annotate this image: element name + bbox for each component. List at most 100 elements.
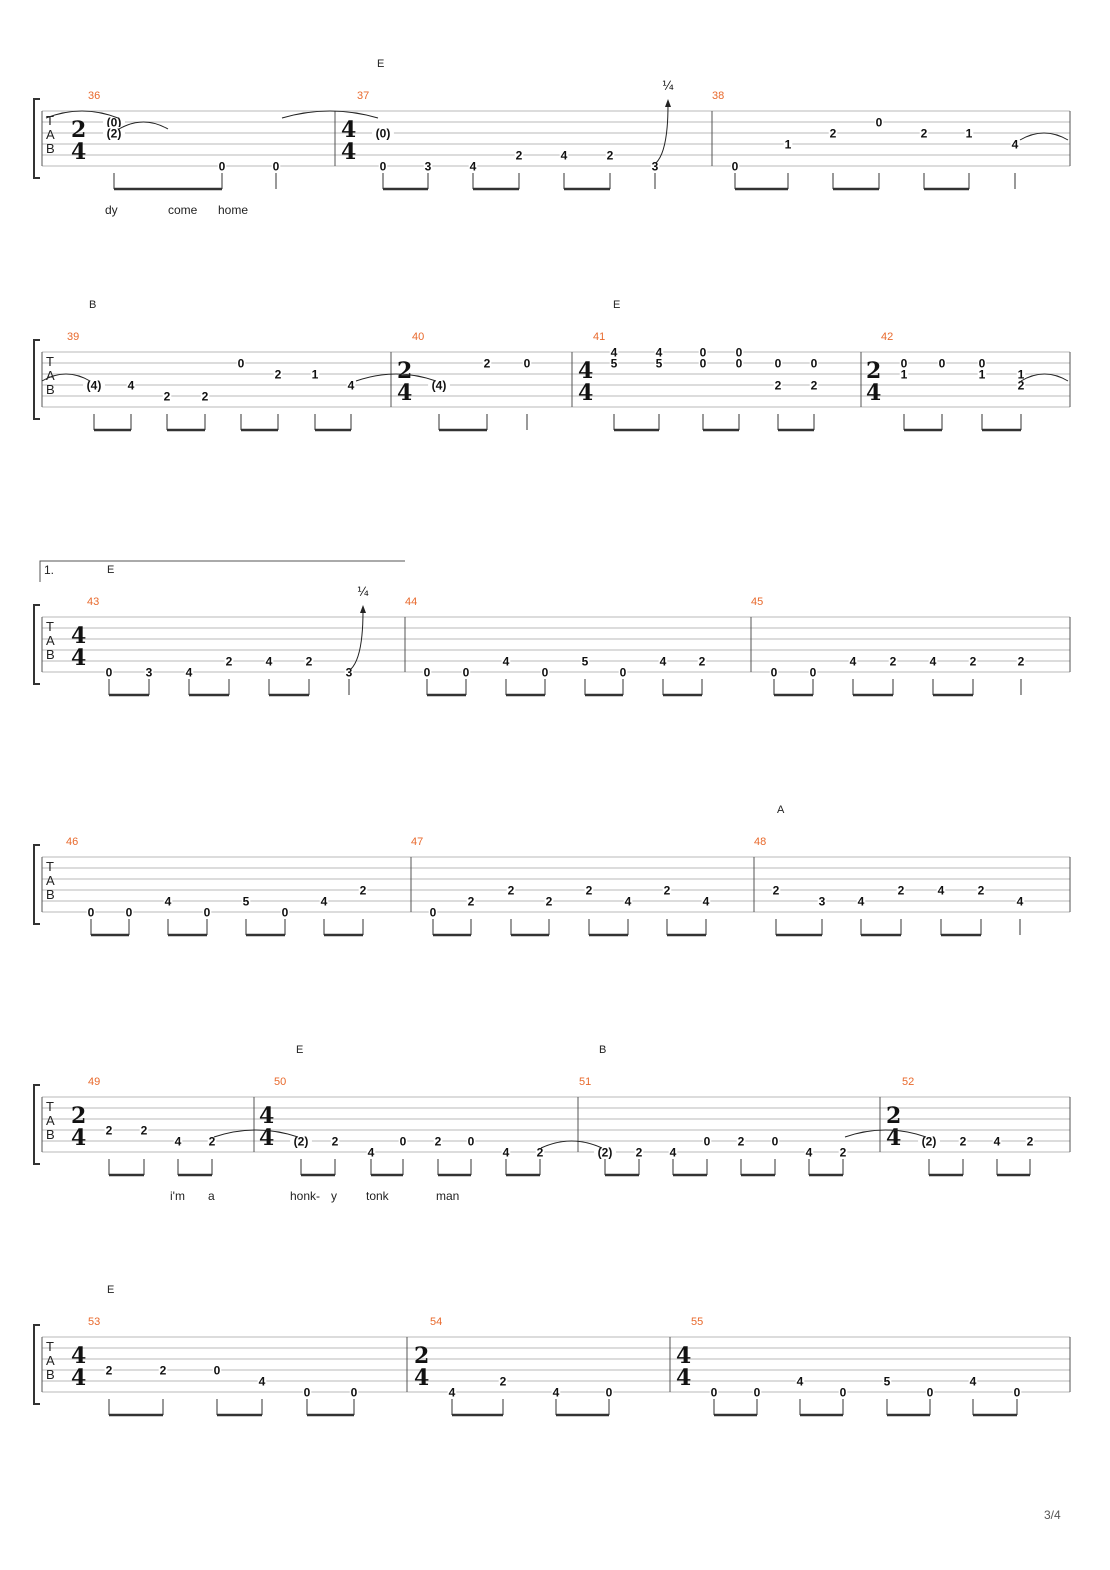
tie-arc xyxy=(41,373,91,382)
fret-number: 2 xyxy=(106,1124,113,1138)
fret-number-background xyxy=(103,116,125,128)
fret-number-background xyxy=(319,895,329,907)
time-signature-bottom: 4 xyxy=(71,645,86,671)
fret-number: 4 xyxy=(470,160,477,174)
fret-number-background xyxy=(241,895,251,907)
fret-number: 2 xyxy=(1027,1135,1034,1149)
fret-number: 0 xyxy=(204,906,211,920)
tab-clef-letter: A xyxy=(46,368,55,383)
time-signature-top: 2 xyxy=(414,1343,429,1369)
fret-number-background xyxy=(899,357,909,369)
fret-number: 0 xyxy=(126,906,133,920)
tab-clef-letter: B xyxy=(46,1367,55,1382)
fret-number-background xyxy=(86,906,96,918)
system-bracket xyxy=(33,844,40,925)
fret-number: 2 xyxy=(537,1146,544,1160)
fret-number: 2 xyxy=(360,884,367,898)
fret-number-background xyxy=(896,884,906,896)
fret-number: 5 xyxy=(884,1375,891,1389)
system-bracket xyxy=(33,1084,40,1165)
fret-number: 4 xyxy=(186,666,193,680)
fret-number: 2 xyxy=(141,1124,148,1138)
fret-number-background xyxy=(701,895,711,907)
fret-number-background xyxy=(514,149,524,161)
time-signature-top: 4 xyxy=(578,358,593,384)
fret-number-background xyxy=(968,1375,978,1387)
tab-clef-letter: B xyxy=(46,382,55,397)
fret-number-background xyxy=(506,884,516,896)
fret-number: 0 xyxy=(772,1135,779,1149)
measure-number: 48 xyxy=(754,836,766,848)
fret-number-background xyxy=(888,655,898,667)
lyric-syllable: come xyxy=(168,203,198,217)
fret-number: 0 xyxy=(1014,1386,1021,1400)
fret-number: 0 xyxy=(214,1364,221,1378)
fret-number: 1 xyxy=(312,368,319,382)
tie-arc xyxy=(1020,373,1069,382)
measure-number: 44 xyxy=(405,596,417,608)
fret-number-background xyxy=(144,666,154,678)
fret-number: 4 xyxy=(938,884,945,898)
fret-number-background xyxy=(346,379,356,391)
system-bracket xyxy=(33,604,40,685)
fret-number-background xyxy=(752,1386,762,1398)
time-signature-bottom: 4 xyxy=(71,1365,86,1391)
fret-number-background xyxy=(976,884,986,896)
fret-number: 3 xyxy=(425,160,432,174)
fret-number: 2 xyxy=(226,655,233,669)
fret-number: 4 xyxy=(348,379,355,393)
fret-number-background xyxy=(773,379,783,391)
chord-symbol: E xyxy=(107,1284,114,1296)
fret-number: 5 xyxy=(656,357,663,371)
fret-number-background xyxy=(103,127,125,139)
fret-number-background xyxy=(158,1364,168,1376)
fret-number: 2 xyxy=(306,655,313,669)
fret-number-background xyxy=(330,1135,340,1147)
time-signature-top: 4 xyxy=(341,117,356,143)
tab-clef-letter: T xyxy=(46,859,54,874)
tab-clef-letter: B xyxy=(46,647,55,662)
fret-number-background xyxy=(734,346,744,358)
lyric-syllable: a xyxy=(208,1189,215,1203)
fret-number: 0 xyxy=(736,346,743,360)
tie-arc xyxy=(118,121,169,130)
fret-number: 0 xyxy=(351,1386,358,1400)
tab-clef-letter: A xyxy=(46,127,55,142)
fret-number: 2 xyxy=(275,368,282,382)
fret-number: 4 xyxy=(128,379,135,393)
fret-number: (0) xyxy=(376,127,391,141)
fret-number-background xyxy=(977,357,987,369)
fret-number: 4 xyxy=(611,346,618,360)
fret-number: 0 xyxy=(979,357,986,371)
fret-number: 0 xyxy=(424,666,431,680)
fret-number: 4 xyxy=(930,655,937,669)
fret-number-background xyxy=(882,1375,892,1387)
measure-number: 52 xyxy=(902,1076,914,1088)
fret-number: 0 xyxy=(732,160,739,174)
fret-number: 2 xyxy=(508,884,515,898)
fret-number-background xyxy=(398,1135,408,1147)
fret-number: 4 xyxy=(797,1375,804,1389)
fret-number: 0 xyxy=(106,666,113,680)
fret-number: 0 xyxy=(876,116,883,130)
fret-number: 4 xyxy=(368,1146,375,1160)
volta-label: 1. xyxy=(44,563,54,577)
fret-number: 4 xyxy=(850,655,857,669)
chord-symbol: E xyxy=(613,299,620,311)
time-signature-top: 4 xyxy=(71,1343,86,1369)
fret-number: 5 xyxy=(243,895,250,909)
fret-number-background xyxy=(662,884,672,896)
tab-clef-letter: B xyxy=(46,1127,55,1142)
system-bracket xyxy=(33,1324,40,1405)
fret-number: 4 xyxy=(970,1375,977,1389)
measure-number: 43 xyxy=(87,596,99,608)
fret-number: (2) xyxy=(598,1146,613,1160)
fret-number-background xyxy=(609,357,619,369)
fret-number-background xyxy=(366,1146,376,1158)
time-signature-bottom: 4 xyxy=(397,380,412,406)
fret-number: 4 xyxy=(175,1135,182,1149)
fret-number: 0 xyxy=(711,1386,718,1400)
tie-arc xyxy=(540,1140,603,1149)
fret-number-background xyxy=(551,1386,561,1398)
